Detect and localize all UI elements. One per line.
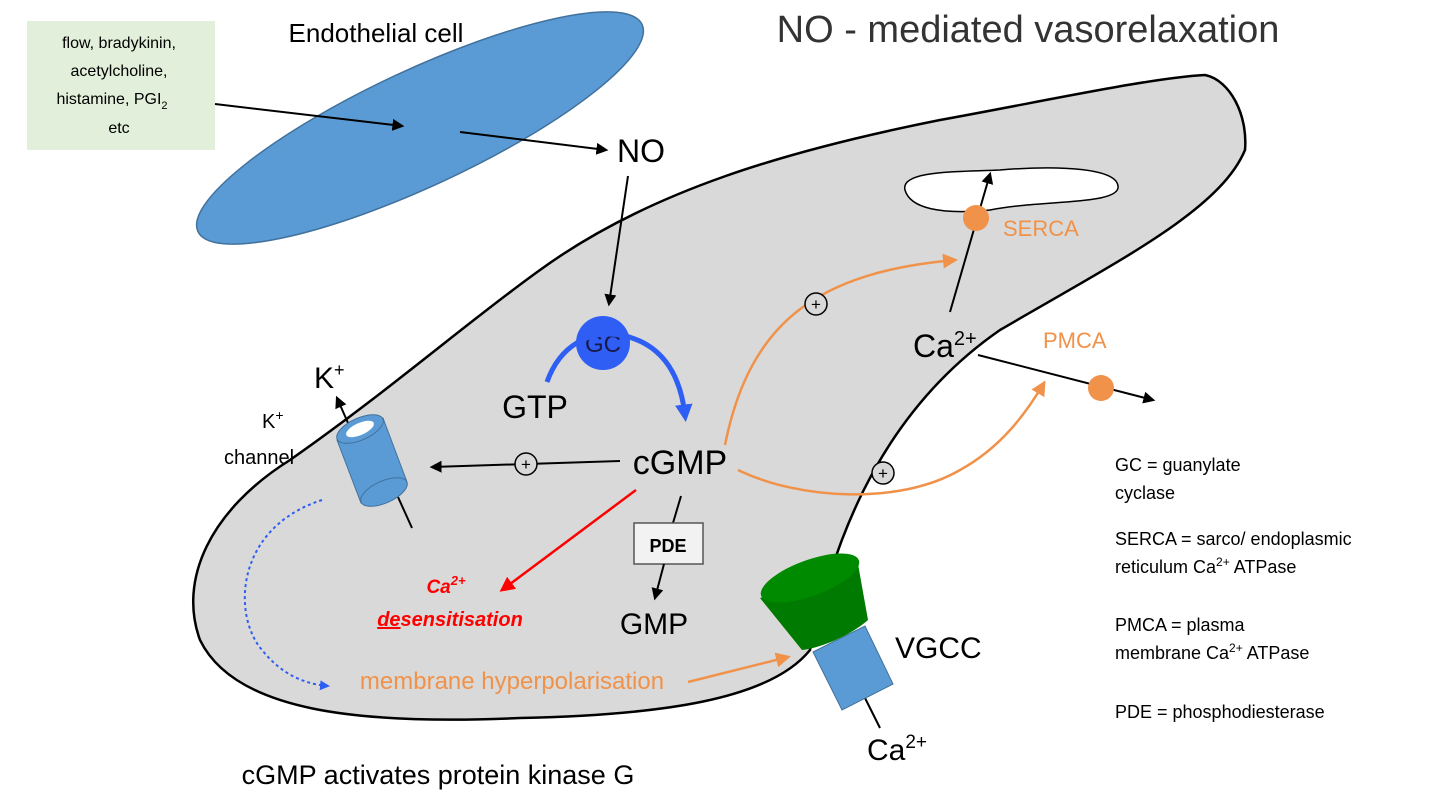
pmca-label: PMCA	[1043, 328, 1107, 353]
stimulus-line-3: histamine, PGI2	[56, 91, 167, 112]
desensitisation-line-2: desensitisation	[377, 609, 523, 631]
plus-marker-serca: +	[804, 292, 828, 316]
legend-pmca-line-1: PMCA = plasma	[1115, 615, 1246, 635]
svg-text:+: +	[878, 464, 888, 483]
pmca-pump	[1088, 375, 1114, 401]
cgmp-to-pmca-arrow	[737, 380, 1046, 496]
k-channel-label-line-2: channel	[224, 447, 294, 469]
stimulus-line-4: etc	[108, 120, 129, 137]
legend-gc-line-1: GC = guanylate	[1115, 455, 1241, 475]
k-ion-label: K+	[314, 360, 345, 395]
desensitisation-line-1: Ca2+	[426, 573, 466, 598]
pde-to-gmp-arrow	[651, 563, 665, 601]
legend-serca-line-1: SERCA = sarco/ endoplasmic	[1115, 529, 1352, 549]
gtp-label: GTP	[502, 389, 568, 425]
serca-label: SERCA	[1003, 216, 1079, 241]
no-label: NO	[617, 133, 665, 169]
vgcc-label: VGCC	[895, 632, 982, 665]
legend-serca-line-2: reticulum Ca2+ATPase	[1115, 555, 1296, 577]
stimulus-line-2: acetylcholine,	[71, 63, 168, 80]
gc-enzyme	[576, 316, 630, 370]
vgcc-channel	[760, 553, 894, 729]
k-channel-to-hyperpolarisation-arrow	[243, 499, 330, 691]
endothelial-cell	[195, 11, 645, 245]
pde-box	[633, 522, 704, 565]
ca-to-pmca-arrow	[977, 354, 1156, 404]
diagram-title: NO - mediated vasorelaxation	[777, 9, 1280, 51]
stimulus-box	[27, 21, 215, 150]
plus-marker-pmca: +	[871, 461, 895, 485]
plus-marker-k-channel: +	[514, 452, 538, 476]
sarcoplasmic-reticulum	[904, 167, 1119, 213]
cgmp-label: cGMP	[633, 444, 727, 482]
abbreviation-legend: GC = guanylate cyclase SERCA = sarco/ en…	[1115, 455, 1352, 722]
svg-text:+: +	[521, 455, 531, 474]
cgmp-to-pde-line	[672, 495, 682, 524]
legend-gc-line-2: cyclase	[1115, 483, 1175, 503]
k-channel	[335, 395, 413, 529]
hyperpolarisation-to-vgcc-arrow	[687, 652, 791, 684]
gtp-to-cgmp-arc	[544, 331, 693, 422]
svg-text:+: +	[811, 295, 821, 314]
endothelial-label: Endothelial cell	[289, 18, 464, 48]
k-channel-label-line-1: K+	[262, 407, 284, 433]
no-to-gc-arrow	[604, 175, 629, 307]
legend-pmca-line-2: membrane Ca2+ATPase	[1115, 641, 1309, 663]
stimulus-line-1: flow, bradykinin,	[62, 35, 176, 52]
cgmp-to-serca-arrow	[723, 253, 958, 446]
pde-label: PDE	[649, 536, 686, 556]
caption: cGMP activates protein kinase G	[242, 760, 635, 790]
cytosolic-ca-label: Ca2+	[913, 328, 977, 364]
smooth-muscle-cell	[192, 73, 1247, 721]
cgmp-to-desensitisation-arrow	[499, 488, 637, 592]
hyperpolarisation-label: membrane hyperpolarisation	[360, 668, 664, 695]
gmp-label: GMP	[620, 608, 688, 641]
stimulus-arrow	[214, 103, 405, 131]
endothelial-to-no-arrow	[459, 131, 609, 155]
legend-pde: PDE = phosphodiesterase	[1115, 702, 1325, 722]
ca-to-serca-arrow	[949, 171, 994, 313]
extracellular-ca-label: Ca2+	[867, 732, 927, 767]
serca-pump	[963, 205, 989, 231]
